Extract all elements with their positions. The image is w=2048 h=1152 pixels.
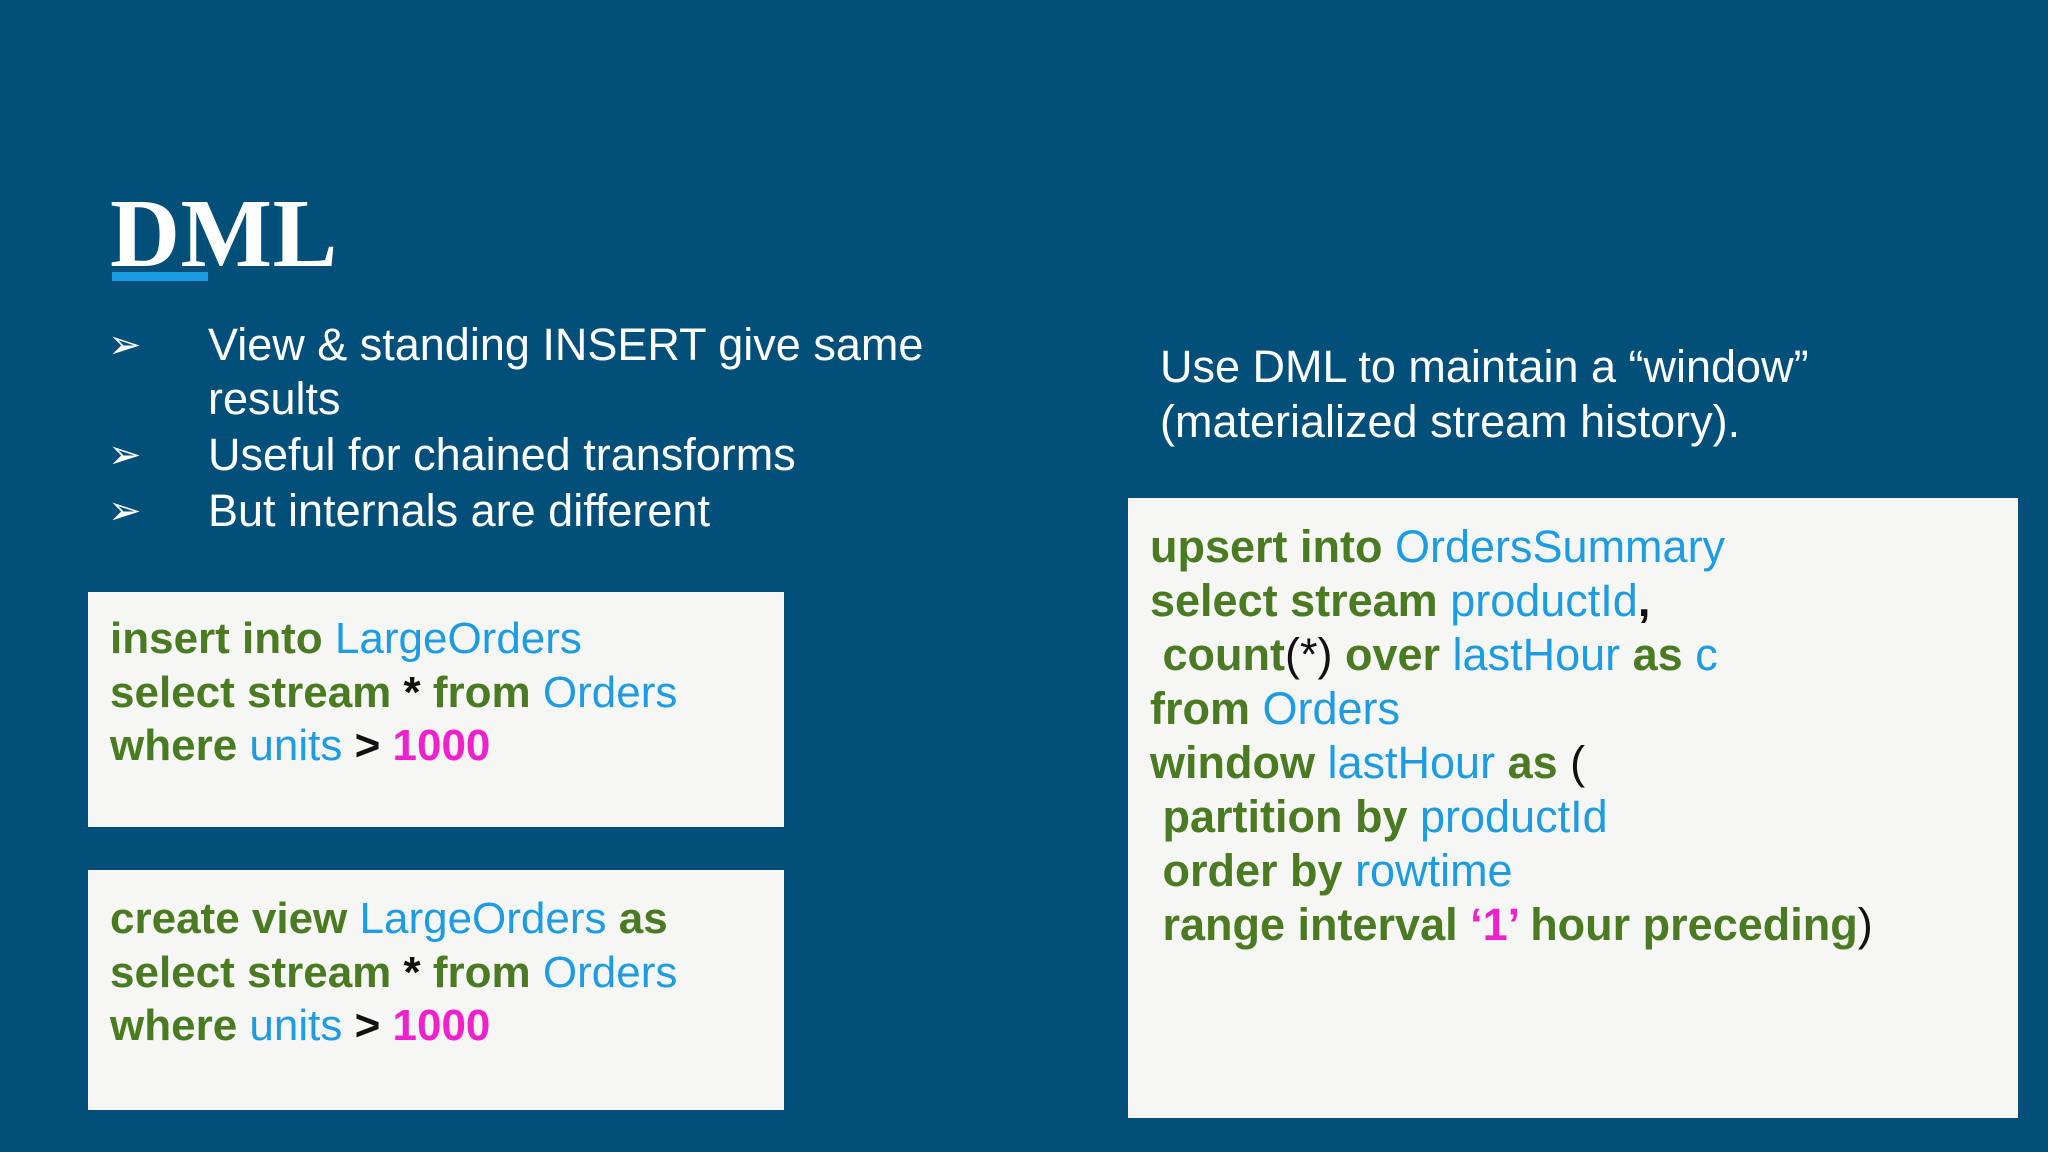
code-token: as xyxy=(1495,737,1571,788)
code-line: where units > 1000 xyxy=(110,999,762,1053)
code-token: create view xyxy=(110,894,360,943)
code-token: from xyxy=(1150,683,1263,734)
code-token: ( xyxy=(1570,737,1586,788)
title-accent-bar xyxy=(112,272,208,281)
code-line: window lastHour as ( xyxy=(1150,736,1996,790)
code-token: LargeOrders xyxy=(334,614,582,663)
code-line: partition by productId xyxy=(1150,790,1996,844)
code-token: from xyxy=(420,947,543,997)
code-token: , xyxy=(1637,575,1651,626)
code-line: order by rowtime xyxy=(1150,844,1996,898)
code-token: LargeOrders xyxy=(359,894,607,943)
code-token: insert into xyxy=(110,614,335,663)
list-item: ➢ View & standing INSERT give same result… xyxy=(104,318,1004,426)
arrow-bullet-icon: ➢ xyxy=(108,323,142,367)
list-item-label: But internals are different xyxy=(208,485,710,536)
right-column-note: Use DML to maintain a “window” (material… xyxy=(1160,341,1809,447)
code-token: count xyxy=(1162,629,1285,680)
code-token: order by xyxy=(1150,845,1356,896)
code-token: OrdersSummary xyxy=(1395,521,1726,572)
code-token: * xyxy=(403,667,421,717)
code-token: productId xyxy=(1450,575,1638,626)
code-token: rowtime xyxy=(1355,845,1513,896)
code-token: Orders xyxy=(542,947,678,997)
code-token: as xyxy=(1620,629,1696,680)
code-token: Orders xyxy=(1262,683,1401,734)
code-token: ) xyxy=(1857,899,1873,950)
code-line: where units > 1000 xyxy=(110,719,762,773)
code-token: range interval xyxy=(1150,899,1471,950)
list-item-label: View & standing INSERT give same results xyxy=(208,319,924,424)
code-line: select stream productId, xyxy=(1150,574,1996,628)
bullet-list: ➢ View & standing INSERT give same result… xyxy=(104,318,1004,540)
code-line: insert into LargeOrders xyxy=(110,612,762,666)
code-token xyxy=(342,721,354,770)
code-token xyxy=(380,721,392,770)
list-item: ➢ Useful for chained transforms xyxy=(104,428,1004,482)
code-line: count(*) over lastHour as c xyxy=(1150,628,1996,682)
code-token: 1000 xyxy=(392,721,491,771)
code-token: productId xyxy=(1420,791,1608,842)
code-token: 1000 xyxy=(392,1001,491,1051)
code-token: (*) xyxy=(1285,629,1333,680)
code-line: upsert into OrdersSummary xyxy=(1150,520,1996,574)
code-token: select stream xyxy=(110,667,404,717)
code-token: lastHour xyxy=(1327,737,1496,788)
code-line: range interval ‘1’ hour preceding) xyxy=(1150,898,1996,952)
code-token: units xyxy=(249,1001,343,1051)
code-line: create view LargeOrders as xyxy=(110,892,762,946)
code-token xyxy=(1150,629,1163,680)
code-token: where xyxy=(110,721,250,771)
page-title: DML xyxy=(110,179,338,287)
code-token xyxy=(380,1001,392,1050)
code-token: partition by xyxy=(1150,791,1420,842)
code-token: from xyxy=(420,667,543,717)
code-token: as xyxy=(606,894,668,943)
code-token: ‘1’ xyxy=(1470,899,1518,950)
code-token: lastHour xyxy=(1452,629,1621,680)
code-token: Orders xyxy=(542,667,678,717)
code-line: select stream * from Orders xyxy=(110,666,762,720)
code-token: select stream xyxy=(110,947,404,997)
list-item: ➢ But internals are different xyxy=(104,484,1004,538)
code-token: hour preceding xyxy=(1517,899,1858,950)
code-token: units xyxy=(249,721,343,771)
code-token: where xyxy=(110,1001,250,1051)
code-token xyxy=(342,1001,354,1050)
code-token: window xyxy=(1150,737,1328,788)
code-token: upsert into xyxy=(1150,521,1395,572)
code-line: select stream * from Orders xyxy=(110,946,762,1000)
code-token: c xyxy=(1695,629,1718,680)
arrow-bullet-icon: ➢ xyxy=(108,489,142,533)
code-token: * xyxy=(403,947,421,997)
code-token: > xyxy=(354,1001,381,1051)
arrow-bullet-icon: ➢ xyxy=(108,433,142,477)
code-token: over xyxy=(1332,629,1453,680)
code-token: select stream xyxy=(1150,575,1451,626)
code-token: > xyxy=(354,721,381,771)
list-item-label: Useful for chained transforms xyxy=(208,429,796,480)
code-line: from Orders xyxy=(1150,682,1996,736)
